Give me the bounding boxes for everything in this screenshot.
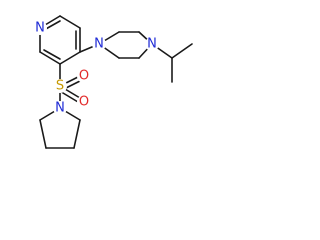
bond-c3-c2-inner — [43, 49, 61, 60]
atom-labels: N N N S O O N — [33, 21, 159, 116]
bond-ch-ch3-a — [171, 43, 193, 59]
oxygen-top-label: O — [79, 69, 89, 84]
sulfur-label: S — [56, 79, 64, 94]
pyridine-ring — [39, 15, 81, 65]
bond-c6-c5 — [59, 15, 81, 29]
bond-c4-c3 — [59, 51, 81, 65]
pyridine-nitrogen-label: N — [35, 21, 45, 36]
bond-pyr-2 — [73, 119, 81, 149]
pyrrolidine-nitrogen-label: N — [55, 101, 65, 116]
isopropyl-group — [151, 43, 193, 83]
piperazine-nitrogen-4-label: N — [147, 37, 157, 52]
oxygen-bottom-label: O — [79, 95, 89, 110]
molecule-svg: N N N S O O N — [33, 15, 193, 149]
piperazine-nitrogen-1-label: N — [94, 37, 104, 52]
piperazine-ring — [98, 31, 153, 59]
bond-pyr-4 — [39, 119, 47, 149]
bond-c3-c2 — [39, 51, 61, 65]
molecule-diagram: N N N S O O N — [0, 0, 221, 167]
